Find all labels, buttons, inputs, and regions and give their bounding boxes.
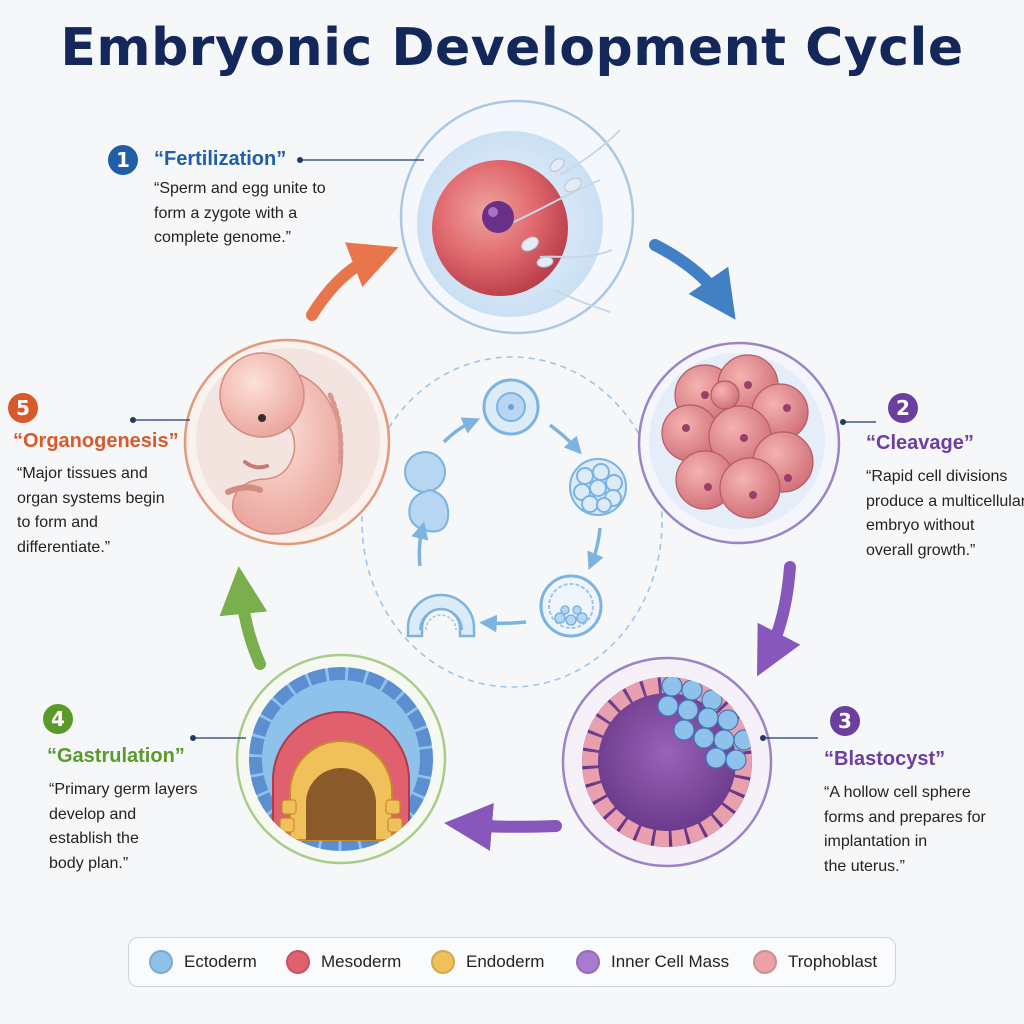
blastocyst-leader-dot <box>760 735 766 741</box>
arrow-1-to-2 <box>649 239 736 320</box>
legend-swatch <box>576 950 600 974</box>
mini-fetus-icon <box>404 451 450 533</box>
legend-label: Endoderm <box>466 952 545 971</box>
stage-2-badge: 2 <box>888 393 918 423</box>
cleavage-leader-dot <box>840 419 846 425</box>
stage-4-line: body plan.” <box>49 854 129 872</box>
stage-4-badge: 4 <box>43 704 73 734</box>
stage-1-title: “Fertilization” <box>154 148 287 170</box>
legend-item-inner-cell-mass: Inner Cell Mass <box>576 950 729 974</box>
cleavage-illustration <box>637 341 841 545</box>
stage-2-line: overall growth.” <box>866 541 976 559</box>
stage-2-description: “Rapid cell divisions produce a multicel… <box>866 465 1024 563</box>
stage-4-title: “Gastrulation” <box>47 745 185 767</box>
stage-5-description: “Major tissues and organ systems begin t… <box>17 462 192 560</box>
legend-item-mesoderm: Mesoderm <box>286 950 401 974</box>
stage-1-line: “Sperm and egg unite to <box>154 180 326 197</box>
stage-3-line: forms and prepares for <box>824 808 986 826</box>
legend: Ectoderm Mesoderm Endoderm Inner Cell Ma… <box>128 937 896 987</box>
stage-3-line: implantation in <box>824 833 928 850</box>
stage-2-line: “Rapid cell divisions <box>866 468 1008 485</box>
legend-label: Trophoblast <box>788 952 878 971</box>
stage-5-line: organ systems begin <box>17 489 165 507</box>
blastocyst-illustration <box>561 656 773 868</box>
stage-3-line: the uterus.” <box>824 857 905 875</box>
legend-label: Ectoderm <box>184 952 257 971</box>
gastrulation-illustration <box>235 653 447 865</box>
stage-2-title: “Cleavage” <box>866 432 974 454</box>
page-title: Embryonic Development Cycle <box>60 18 964 78</box>
stage-1-line: form a zygote with a <box>154 204 298 222</box>
stage-5-line: to form and <box>17 514 98 531</box>
fertilization-illustration <box>399 99 635 335</box>
mini-gastrula-icon <box>406 593 476 638</box>
arrow-2-to-3 <box>757 561 801 677</box>
arrow-4-to-5 <box>219 566 268 670</box>
mini-arrow-5 <box>442 417 481 444</box>
mini-arrow-3 <box>479 614 527 633</box>
stage-2-line: embryo without <box>866 517 975 534</box>
stage-5-badge: 5 <box>8 393 38 423</box>
stage-3-line: “A hollow cell sphere <box>824 784 971 801</box>
legend-swatch <box>431 950 455 974</box>
mini-arrow-1 <box>548 423 582 455</box>
mini-zygote-icon <box>482 378 540 436</box>
stage-4-line: develop and <box>49 805 137 823</box>
arrow-3-to-4 <box>444 803 562 851</box>
organogenesis-illustration <box>183 338 391 546</box>
stage-4-description: “Primary germ layers develop and establi… <box>49 778 219 876</box>
stage-3-description: “A hollow cell sphere forms and prepares… <box>824 781 1022 879</box>
legend-label: Mesoderm <box>321 952 402 971</box>
stage-3-badge: 3 <box>830 706 860 736</box>
legend-swatch <box>286 950 310 974</box>
gastrulation-leader-dot <box>190 735 196 741</box>
mini-arrow-4 <box>411 521 429 567</box>
mini-arrow-2 <box>587 527 604 571</box>
stage-1-description: “Sperm and egg unite to form a zygote wi… <box>154 177 404 251</box>
stage-2-line: produce a multicellular <box>866 492 1024 510</box>
legend-item-ectoderm: Ectoderm <box>149 950 257 974</box>
legend-swatch <box>753 950 777 974</box>
center-cycle-ring <box>361 356 663 688</box>
stage-3-title: “Blastocyst” <box>824 748 946 770</box>
stage-4-line: establish the <box>49 830 139 847</box>
stage-4-line: “Primary germ layers <box>49 781 198 798</box>
organogenesis-leader-dot <box>130 417 136 423</box>
stage-5-line: differentiate.” <box>17 538 111 556</box>
stage-1-line: complete genome.” <box>154 229 291 246</box>
fertilization-leader-dot <box>297 157 303 163</box>
legend-item-trophoblast: Trophoblast <box>753 950 877 974</box>
stage-1-badge: 1 <box>108 145 138 175</box>
arrow-5-to-1 <box>306 242 399 321</box>
legend-item-endoderm: Endoderm <box>431 950 544 974</box>
legend-swatch <box>149 950 173 974</box>
stage-5-title: “Organogenesis” <box>13 430 179 452</box>
legend-label: Inner Cell Mass <box>611 952 730 971</box>
mini-blastocyst-icon <box>539 574 603 638</box>
mini-morula-icon <box>569 458 627 516</box>
stage-5-line: “Major tissues and <box>17 465 148 482</box>
